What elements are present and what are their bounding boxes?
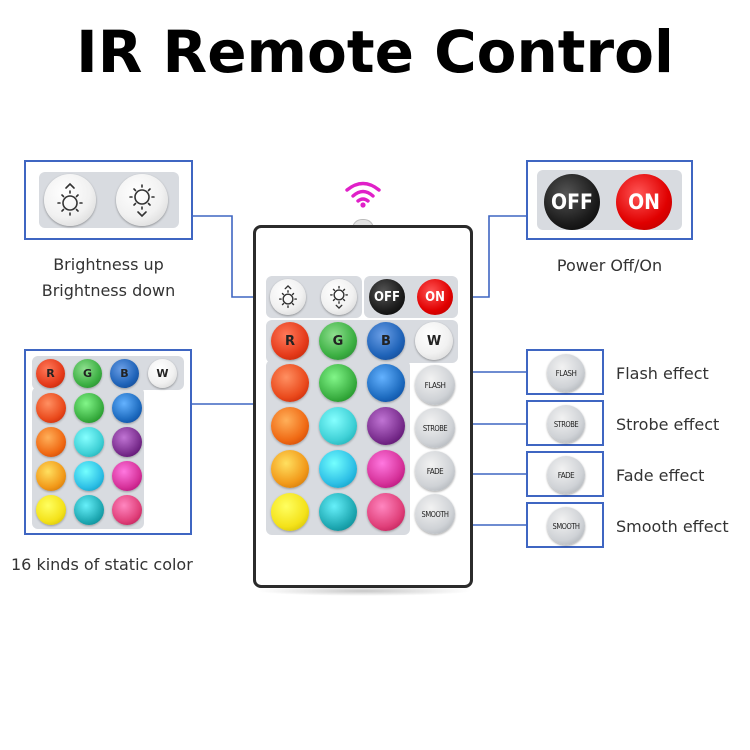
brightness-up-label: Brightness up	[53, 255, 164, 274]
remote-w-button[interactable]: W	[415, 322, 453, 360]
brightness-down-label: Brightness down	[41, 281, 176, 300]
remote-color-button[interactable]	[367, 493, 405, 531]
brightness-down-icon	[330, 285, 348, 310]
off-button-large[interactable]: OFF	[544, 174, 600, 230]
remote-color-button[interactable]	[367, 364, 405, 402]
static-color-button[interactable]	[36, 495, 66, 525]
r-button-small[interactable]: R	[36, 359, 65, 388]
static-color-button[interactable]	[36, 461, 66, 491]
brightness-up-icon	[57, 182, 83, 216]
smooth-callout: SMOOTH	[526, 502, 604, 548]
brightness-connector	[192, 215, 262, 298]
brightness-down-icon	[129, 184, 155, 218]
power-label: Power Off/On	[556, 256, 663, 275]
brightness-down-button[interactable]	[116, 174, 168, 226]
page-title: IR Remote Control	[76, 18, 674, 86]
remote-color-button[interactable]	[367, 450, 405, 488]
remote-color-button[interactable]	[367, 407, 405, 445]
remote-r-button[interactable]: R	[271, 322, 309, 360]
remote-color-button[interactable]	[319, 364, 357, 402]
flash-callout: FLASH	[526, 349, 604, 395]
strobe-callout: STROBE	[526, 400, 604, 446]
b-button-small[interactable]: B	[110, 359, 139, 388]
static-color-button[interactable]	[112, 393, 142, 423]
flash-label: Flash effect	[616, 364, 709, 383]
static-color-button[interactable]	[74, 461, 104, 491]
remote-b-button[interactable]: B	[367, 322, 405, 360]
brightness-up-icon	[279, 284, 297, 309]
remote-color-button[interactable]	[319, 450, 357, 488]
strobe-label: Strobe effect	[616, 415, 720, 434]
remote-brightness-up-button[interactable]	[270, 279, 306, 315]
remote-color-button[interactable]	[271, 407, 309, 445]
smooth-label: Smooth effect	[616, 517, 729, 536]
smooth-button-large[interactable]: SMOOTH	[547, 507, 585, 545]
remote-brightness-down-button[interactable]	[321, 279, 357, 315]
wifi-signal-icon	[345, 181, 381, 208]
static-color-button[interactable]	[74, 427, 104, 457]
remote-color-button[interactable]	[271, 450, 309, 488]
static-color-button[interactable]	[112, 461, 142, 491]
power-connector	[462, 215, 528, 298]
remote-flash-button[interactable]: FLASH	[415, 365, 455, 405]
brightness-up-button[interactable]	[44, 174, 96, 226]
remote-color-button[interactable]	[319, 493, 357, 531]
flash-button-large[interactable]: FLASH	[547, 354, 585, 392]
static-color-button[interactable]	[112, 427, 142, 457]
static-color-button[interactable]	[36, 393, 66, 423]
remote-fade-button[interactable]: FADE	[415, 451, 455, 491]
remote-smooth-button[interactable]: SMOOTH	[415, 494, 455, 534]
remote-strobe-button[interactable]: STROBE	[415, 408, 455, 448]
g-button-small[interactable]: G	[73, 359, 102, 388]
remote-color-button[interactable]	[271, 364, 309, 402]
on-button-large[interactable]: ON	[616, 174, 672, 230]
w-button-small[interactable]: W	[148, 359, 177, 388]
remote-shadow	[256, 586, 472, 596]
fade-label: Fade effect	[616, 466, 705, 485]
remote-on-button[interactable]: ON	[417, 279, 453, 315]
brightness-callout	[24, 160, 193, 240]
static-color-button[interactable]	[36, 427, 66, 457]
static-color-button[interactable]	[74, 495, 104, 525]
fade-callout: FADE	[526, 451, 604, 497]
static-color-callout: R G B W	[24, 349, 192, 535]
static-color-button[interactable]	[74, 393, 104, 423]
remote-g-button[interactable]: G	[319, 322, 357, 360]
strobe-button-large[interactable]: STROBE	[547, 405, 585, 443]
remote-color-button[interactable]	[319, 407, 357, 445]
remote-color-button[interactable]	[271, 493, 309, 531]
fade-button-large[interactable]: FADE	[547, 456, 585, 494]
static-color-button[interactable]	[112, 495, 142, 525]
power-callout: OFF ON	[526, 160, 693, 240]
remote-off-button[interactable]: OFF	[369, 279, 405, 315]
static-color-label: 16 kinds of static color	[11, 555, 193, 574]
